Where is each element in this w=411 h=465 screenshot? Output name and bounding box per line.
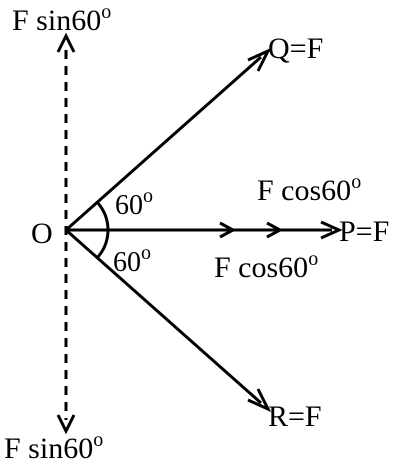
vector-r-arrowhead-icon (247, 388, 272, 413)
r-vector-label: R=F (268, 400, 322, 433)
lower-cos-component-label: F cos60o (214, 248, 318, 284)
lower-angle-arc (95, 229, 110, 260)
vector-q-arrowhead-icon (247, 47, 272, 72)
vector-p-arrowhead-icon (320, 220, 343, 240)
origin-label: O (31, 217, 53, 250)
bottom-component-label: F sin60o (4, 429, 103, 465)
p-vector-label: P=F (339, 215, 389, 248)
cos-component-arrow-1-icon (219, 221, 237, 239)
lower-angle-label: 60o (113, 242, 151, 278)
down-arrow-icon (56, 414, 76, 435)
q-vector-label: Q=F (268, 32, 323, 65)
up-arrow-icon (56, 32, 76, 53)
vector-q (65, 55, 262, 232)
upper-angle-arc (95, 200, 110, 231)
vector-r (65, 228, 262, 405)
upper-cos-component-label: F cos60o (257, 171, 361, 207)
cos-component-arrow-2-icon (266, 221, 284, 239)
upper-angle-label: 60o (115, 185, 153, 221)
top-component-label: F sin60o (12, 1, 111, 37)
